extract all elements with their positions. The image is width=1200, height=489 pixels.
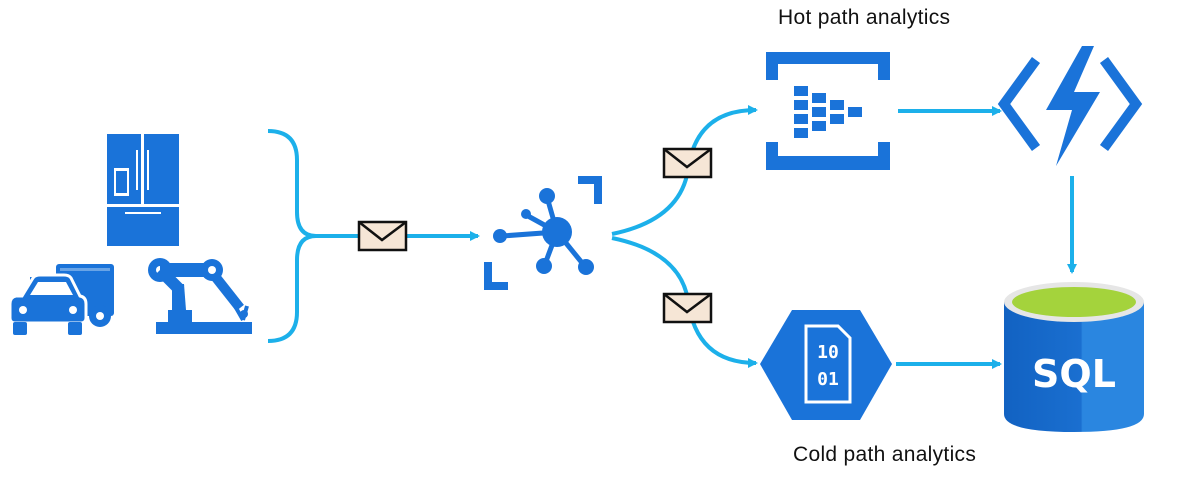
message-envelope-icon	[662, 147, 713, 179]
robot-arm-icon	[148, 258, 252, 334]
car-icon	[8, 273, 88, 335]
binary-bottom-text: 01	[817, 369, 839, 390]
sql-database-icon: SQL	[1004, 282, 1144, 432]
azure-function-icon	[997, 46, 1143, 166]
binary-top-text: 10	[817, 342, 839, 363]
iot-hub-icon	[484, 176, 602, 290]
data-lake-storage-icon: 10 01	[760, 310, 892, 420]
sql-label: SQL	[1032, 352, 1116, 396]
message-envelope-icon	[662, 292, 713, 324]
message-envelope-icon	[357, 220, 408, 252]
device-group-bracket	[267, 129, 317, 343]
cold-path-label: Cold path analytics	[793, 443, 977, 466]
refrigerator-icon	[107, 134, 179, 246]
event-hub-icon	[766, 52, 890, 170]
hot-path-label: Hot path analytics	[778, 6, 951, 29]
